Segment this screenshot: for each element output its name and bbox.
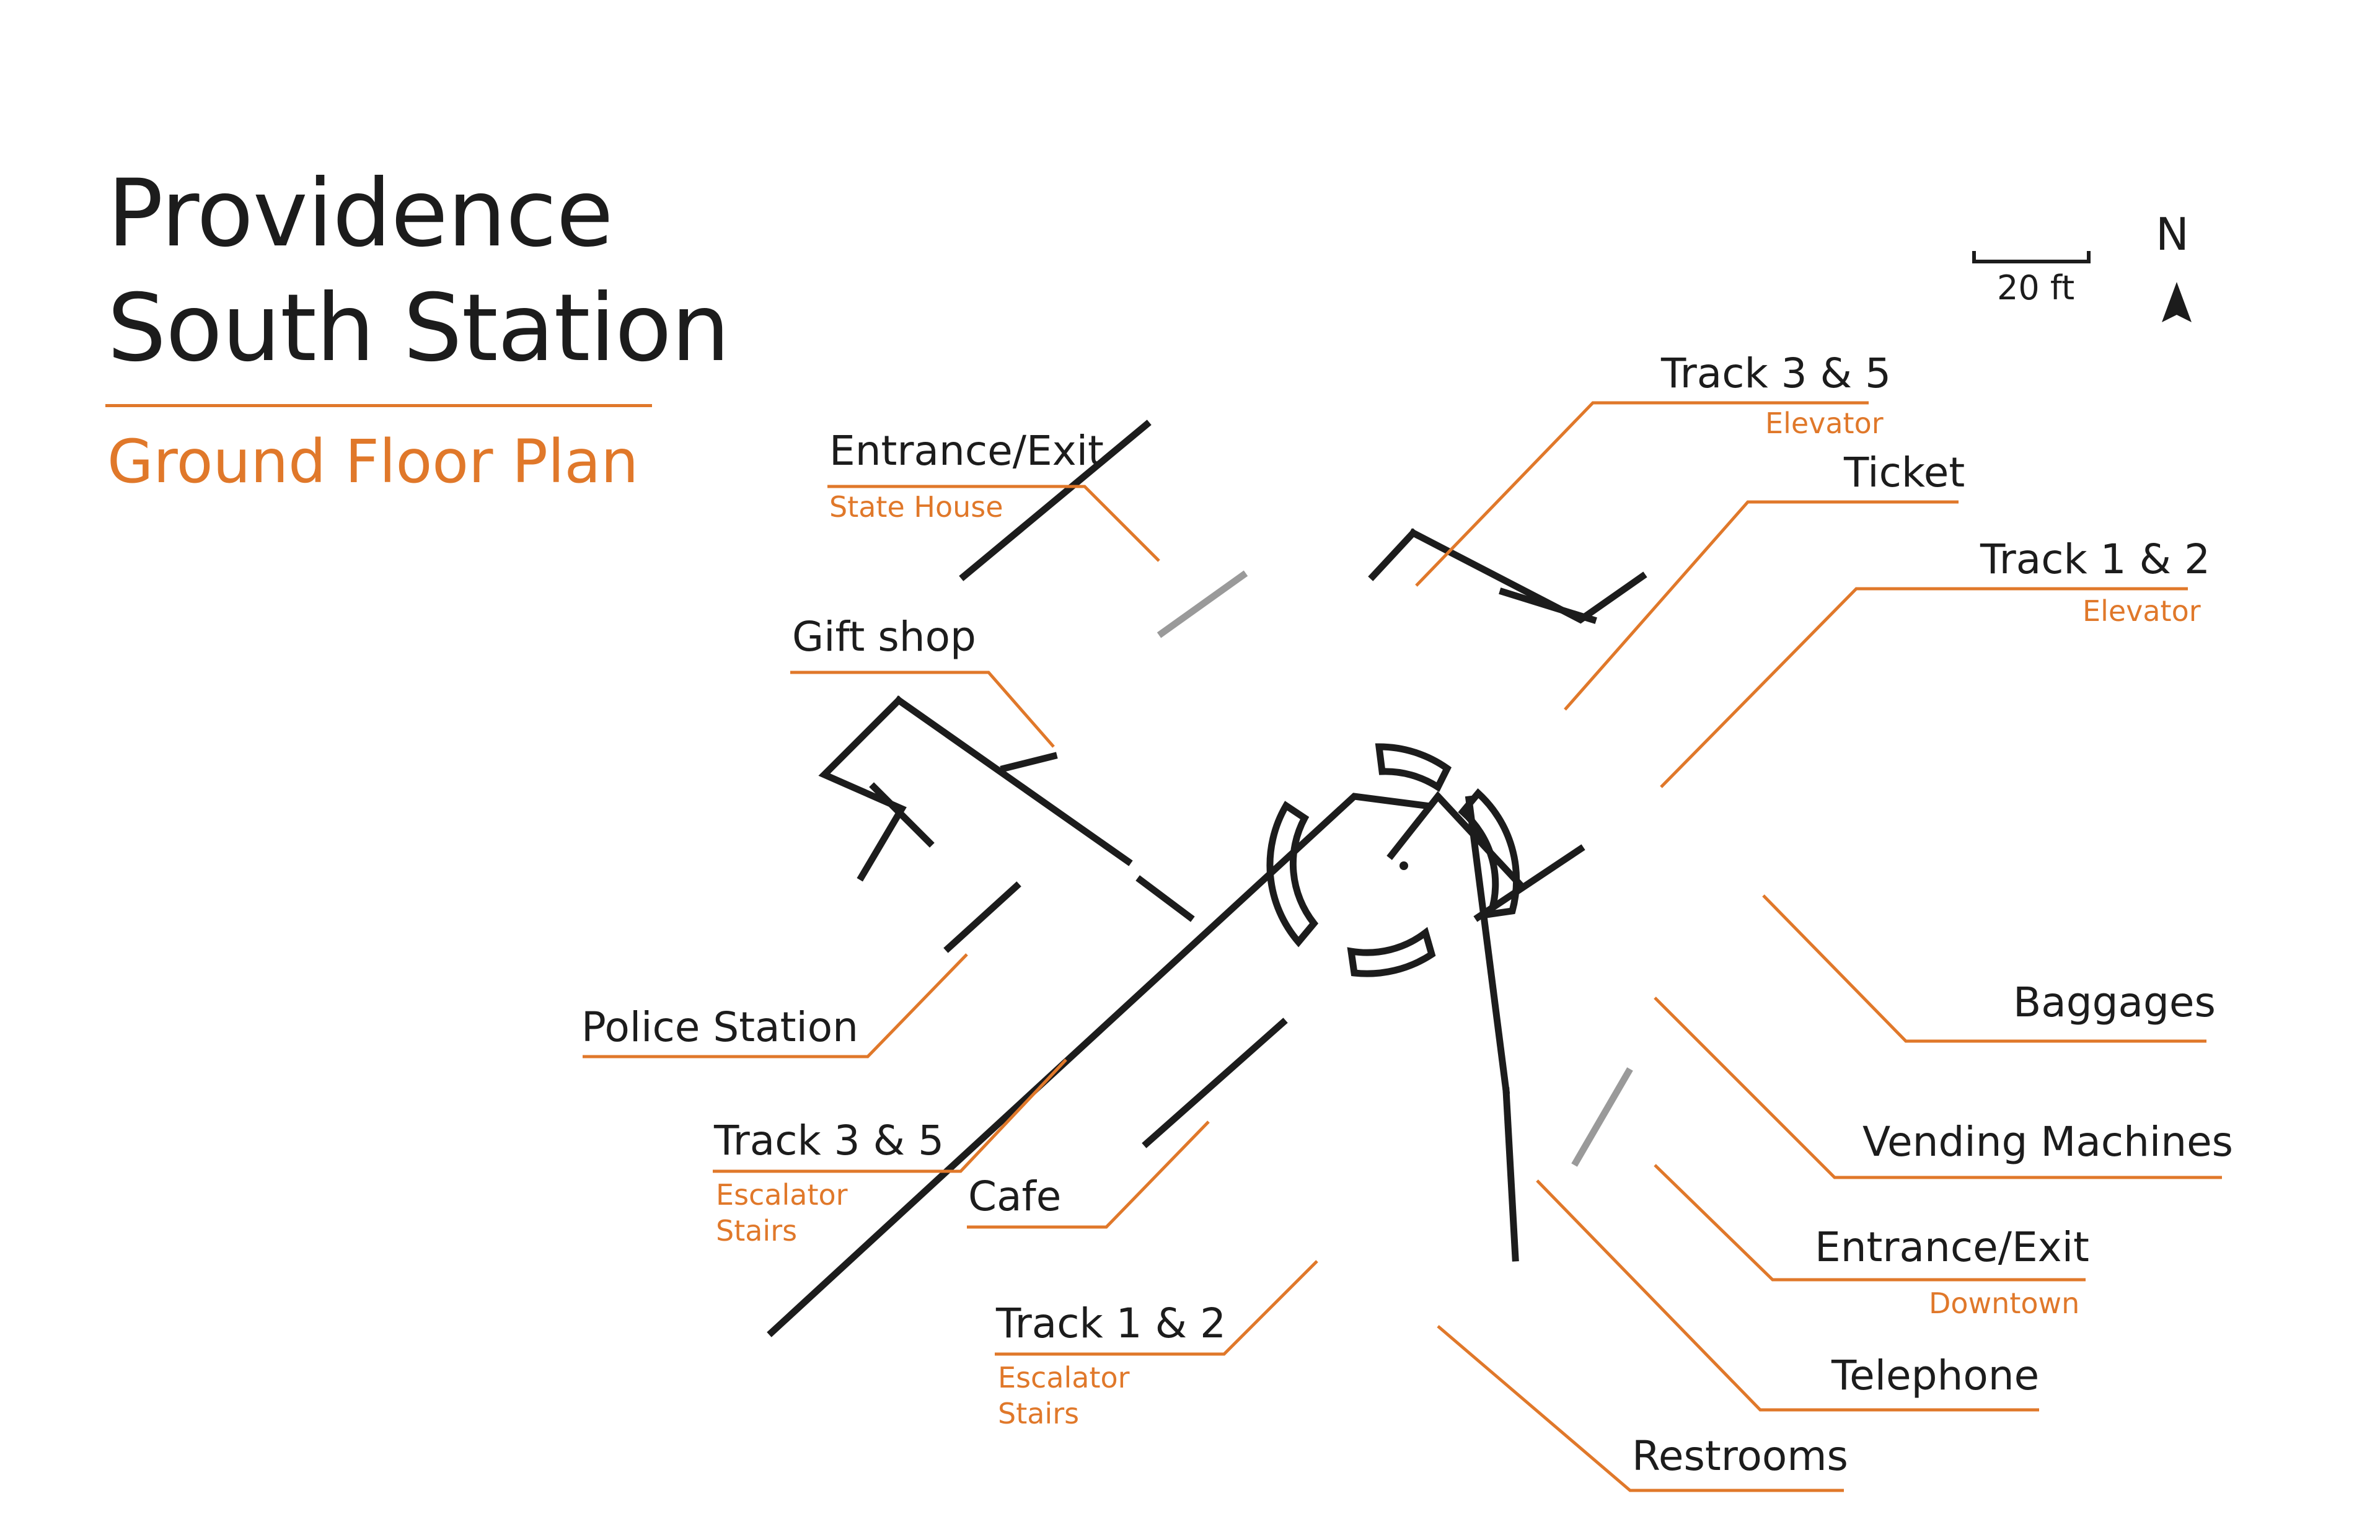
doorways <box>1157 570 1633 1167</box>
label-telephone: Telephone <box>1831 1352 2040 1399</box>
door-downtown <box>1571 1067 1633 1167</box>
label-leaders <box>583 401 2222 1492</box>
scale-label: 20 ft <box>1997 268 2075 307</box>
label-baggages: Baggages <box>2013 979 2216 1026</box>
label-entrance-downtown: Entrance/Exit <box>1815 1223 2089 1271</box>
label-track35-escalator-detail-1: Escalator <box>716 1178 848 1212</box>
label-entrance-downtown-detail: Downtown <box>1929 1287 2080 1320</box>
label-track12-escalator-detail-2: Stairs <box>998 1397 1080 1430</box>
central-rotunda <box>1266 743 1520 977</box>
label-entrance-state-house-detail: State House <box>829 490 1003 524</box>
label-gift-shop: Gift shop <box>792 613 976 661</box>
label-track35-elevator-detail: Elevator <box>1765 407 1884 440</box>
label-vending-machines: Vending Machines <box>1862 1118 2234 1166</box>
label-track12-elevator-detail: Elevator <box>2082 594 2201 628</box>
north-arrow-icon <box>2162 282 2192 322</box>
label-cafe: Cafe <box>968 1173 1062 1220</box>
label-entrance-state-house: Entrance/Exit <box>829 427 1104 475</box>
building-outline <box>767 420 1647 1337</box>
north-label: N <box>2156 208 2189 260</box>
label-police-station: Police Station <box>581 1003 859 1051</box>
label-track12-escalator: Track 1 & 2 <box>996 1300 1227 1347</box>
title-divider <box>105 404 652 407</box>
label-ticket: Ticket <box>1844 449 1965 496</box>
map-title-line-2: South Station <box>107 275 730 382</box>
door-state-house <box>1157 570 1248 638</box>
label-track35-elevator: Track 3 & 5 <box>1661 350 1892 397</box>
label-track12-escalator-detail-1: Escalator <box>998 1361 1130 1394</box>
label-restrooms: Restrooms <box>1632 1432 1848 1480</box>
label-track35-escalator: Track 3 & 5 <box>714 1117 945 1164</box>
map-title-line-1: Providence <box>107 160 614 268</box>
map-subtitle: Ground Floor Plan <box>107 427 639 496</box>
label-track35-escalator-detail-2: Stairs <box>716 1214 798 1247</box>
label-track12-elevator: Track 1 & 2 <box>1980 535 2211 583</box>
scale-bar-icon <box>1972 251 2091 263</box>
